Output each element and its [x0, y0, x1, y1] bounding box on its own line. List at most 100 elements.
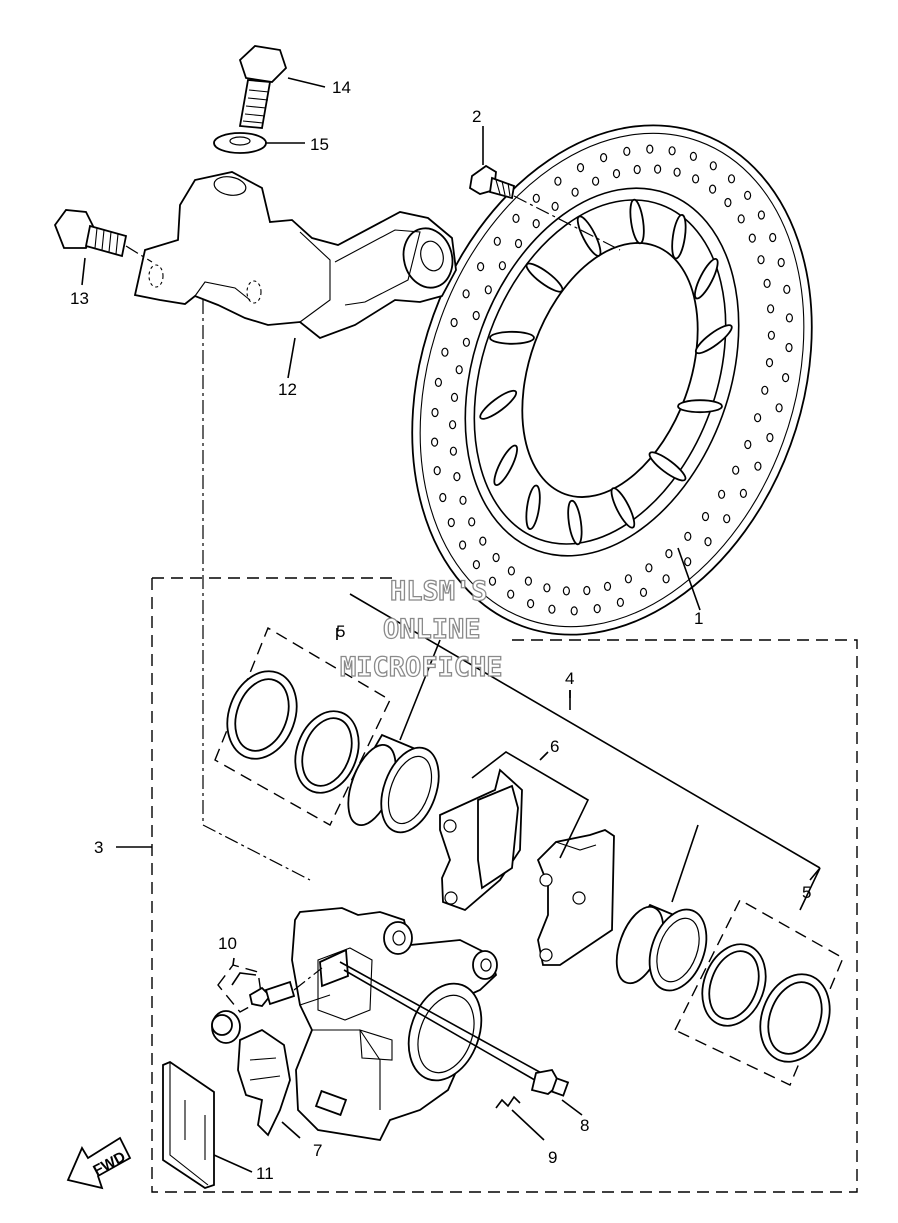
- disc-hole: [459, 495, 467, 505]
- disc-hole: [548, 604, 556, 614]
- disc-hole: [472, 310, 480, 321]
- washer[interactable]: [213, 132, 267, 154]
- disc-hole: [493, 236, 501, 246]
- disc-hole: [684, 531, 692, 542]
- bracket-bolt-lower[interactable]: [53, 209, 128, 258]
- watermark-line-1: HLSM'S: [390, 576, 488, 607]
- brake-pad-inner[interactable]: [439, 768, 523, 912]
- callout-3: 3: [94, 838, 103, 857]
- disc-hole: [551, 201, 559, 211]
- disc-hole: [653, 164, 662, 174]
- disc-hole: [512, 213, 520, 223]
- disc-hole: [684, 557, 692, 567]
- disc-hole: [450, 392, 459, 402]
- disc-hole: [668, 146, 676, 156]
- disc-hole: [757, 210, 766, 220]
- pad-pin[interactable]: [339, 961, 570, 1097]
- disc-hole: [459, 540, 467, 550]
- watermark-line-2: ONLINE: [383, 614, 481, 645]
- disc-hole: [449, 446, 457, 456]
- brake-disc[interactable]: [344, 69, 880, 691]
- piston-seal-kit-left[interactable]: [214, 626, 391, 826]
- pad-pin-clip[interactable]: [495, 1095, 521, 1109]
- disc-hole: [599, 153, 608, 163]
- disc-hole: [603, 581, 612, 592]
- caliper-assembly-boundary: [151, 577, 858, 1193]
- disc-slot: [525, 262, 564, 293]
- disc-hole: [727, 174, 736, 184]
- caliper-piston-right[interactable]: [608, 901, 717, 999]
- disc-hole: [732, 465, 740, 475]
- disc-slot: [694, 258, 719, 300]
- disc-hole: [646, 144, 654, 154]
- disc-hole: [554, 176, 562, 186]
- disc-hole: [785, 342, 793, 353]
- disc-hole: [532, 219, 540, 229]
- disc-slot: [694, 324, 733, 355]
- callout-14: 14: [332, 78, 351, 97]
- disc-hole: [507, 566, 515, 576]
- disc-slot: [610, 487, 636, 529]
- callout-15: 15: [310, 135, 329, 154]
- bracket-bolt-upper[interactable]: [238, 45, 288, 129]
- bleed-screw[interactable]: [211, 964, 296, 1044]
- bolt-13-axis: [125, 245, 153, 263]
- disc-hole: [624, 574, 633, 584]
- disc-hole: [570, 606, 578, 616]
- callout-8: 8: [580, 1116, 589, 1135]
- callout-9: 9: [548, 1148, 557, 1167]
- disc-hole: [441, 347, 449, 357]
- callout-10: 10: [218, 934, 237, 953]
- leader-lines: [81, 77, 821, 1173]
- disc-hole: [576, 163, 585, 173]
- disc-hole: [479, 536, 487, 546]
- disc-hole: [439, 492, 447, 503]
- disc-hole: [783, 284, 791, 294]
- disc-hole: [433, 466, 441, 476]
- disc-hole: [691, 174, 700, 184]
- disc-hole: [623, 146, 631, 156]
- callout-1: 1: [694, 609, 703, 628]
- disc-hole: [488, 576, 497, 586]
- disc-bolt[interactable]: [469, 164, 516, 200]
- disc-slot: [648, 451, 687, 482]
- disc-hole: [447, 517, 455, 528]
- disc-hole: [769, 232, 777, 243]
- pad-spring[interactable]: [237, 1028, 291, 1137]
- disc-hole: [450, 317, 458, 328]
- callout-4: 4: [565, 669, 574, 688]
- caliper-bracket[interactable]: [133, 171, 459, 340]
- disc-hole: [785, 313, 794, 323]
- piston-seal-kit-right[interactable]: [674, 899, 844, 1086]
- disc-hole: [462, 337, 470, 347]
- disc-hole: [701, 511, 710, 522]
- disc-hole: [737, 214, 745, 224]
- disc-hole: [591, 176, 600, 186]
- caliper-cover-shim[interactable]: [162, 1060, 215, 1189]
- disc-hole: [453, 472, 461, 482]
- callout-11: 11: [256, 1164, 274, 1183]
- disc-hole: [514, 238, 523, 249]
- caliper-body[interactable]: [291, 907, 498, 1141]
- disc-hole: [472, 559, 480, 570]
- disc-hole: [449, 420, 457, 430]
- disc-hole: [526, 598, 535, 609]
- caliper-piston-left[interactable]: [339, 733, 450, 840]
- disc-hole: [484, 285, 492, 295]
- disc-hole: [633, 164, 641, 175]
- disc-hole: [709, 161, 717, 171]
- disc-slot: [525, 484, 541, 530]
- disc-hole: [739, 488, 748, 498]
- disc-hole: [498, 261, 506, 271]
- hanger-to-caliper-centerline: [202, 300, 311, 881]
- disc-drill-holes: [431, 144, 794, 616]
- disc-hole: [724, 197, 732, 208]
- disc-hole: [723, 514, 731, 524]
- callout-7: 7: [313, 1141, 322, 1160]
- disc-slot: [629, 198, 645, 245]
- callout-labels: 1 2 3 4 5 5 6 7 8 9 10 11 12 13 14 15: [70, 78, 811, 1183]
- brake-pad-outer[interactable]: [536, 829, 615, 966]
- disc-hole: [507, 589, 515, 599]
- disc-hole: [743, 190, 752, 200]
